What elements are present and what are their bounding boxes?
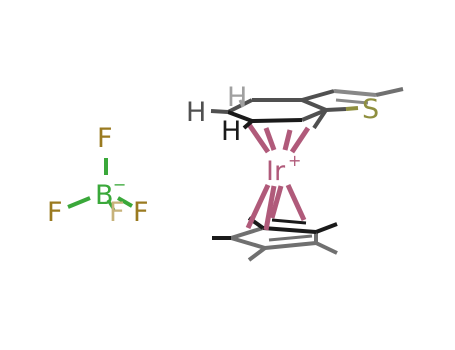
ring-bond: [335, 98, 369, 105]
b-f-bond-left: [67, 196, 91, 209]
ring-bond: [301, 108, 327, 122]
c-s-bond: [345, 106, 359, 111]
ring-bond: [227, 98, 253, 114]
ring-bond: [227, 110, 253, 123]
c-h-bond: [238, 99, 245, 108]
ir-c-bond: [289, 126, 311, 154]
cp-bond: [230, 226, 264, 240]
ir-c-bond: [282, 129, 293, 151]
ir-c-bond: [245, 183, 271, 230]
cp-bond: [271, 218, 307, 225]
sulfur-atom: S: [362, 94, 379, 125]
ir-cp-bonds: [245, 183, 307, 231]
hydrogen-atom-front: H: [221, 116, 241, 147]
cp-bond: [262, 226, 317, 234]
methyl-bond: [315, 222, 338, 234]
ir-arene-bonds: [245, 121, 311, 154]
methyl-bond: [375, 87, 404, 97]
iridium-charge: +: [288, 151, 301, 170]
cp-bond: [230, 236, 266, 250]
ring-bond: [312, 108, 328, 130]
boron-atom: B: [95, 180, 114, 211]
thiophene-ligand: [210, 87, 404, 130]
ring-bond-double: [333, 89, 377, 97]
fluorine-atom-right: F: [133, 197, 149, 228]
boron-charge: −: [113, 175, 126, 194]
cp-methyls: [212, 216, 338, 262]
fluorine-atom-left: F: [47, 197, 63, 228]
ring-bond: [325, 107, 347, 112]
methyl-bond: [315, 241, 338, 255]
ir-c-bond: [263, 185, 277, 231]
cp-bond: [264, 241, 317, 250]
iridium-complex: H H H S Ir +: [186, 82, 404, 262]
ir-c-bond: [263, 127, 277, 151]
cp-bond: [268, 234, 313, 242]
ring-bond: [251, 118, 303, 123]
b-f-bond-right: [117, 196, 133, 208]
ir-c-bond: [285, 183, 307, 222]
fluorine-atom-top: F: [97, 123, 113, 154]
tetrafluoroborate-anion: F B − F F F: [47, 123, 149, 228]
c-h-bond: [242, 119, 254, 130]
ring-bond: [301, 98, 327, 112]
ring-bond: [301, 89, 335, 102]
methyl-bond: [247, 246, 267, 262]
cp-ring: [230, 218, 318, 250]
fluorine-atom-back: F: [109, 197, 125, 228]
c-h-bond: [210, 109, 229, 114]
iridium-atom: Ir: [266, 156, 286, 187]
hydrogen-atom-back: H: [227, 82, 247, 113]
ir-c-bond: [269, 185, 284, 219]
ir-c-bond: [245, 121, 271, 154]
b-f-bond-back: [106, 199, 116, 211]
hydrogen-atom-left: H: [186, 97, 206, 128]
